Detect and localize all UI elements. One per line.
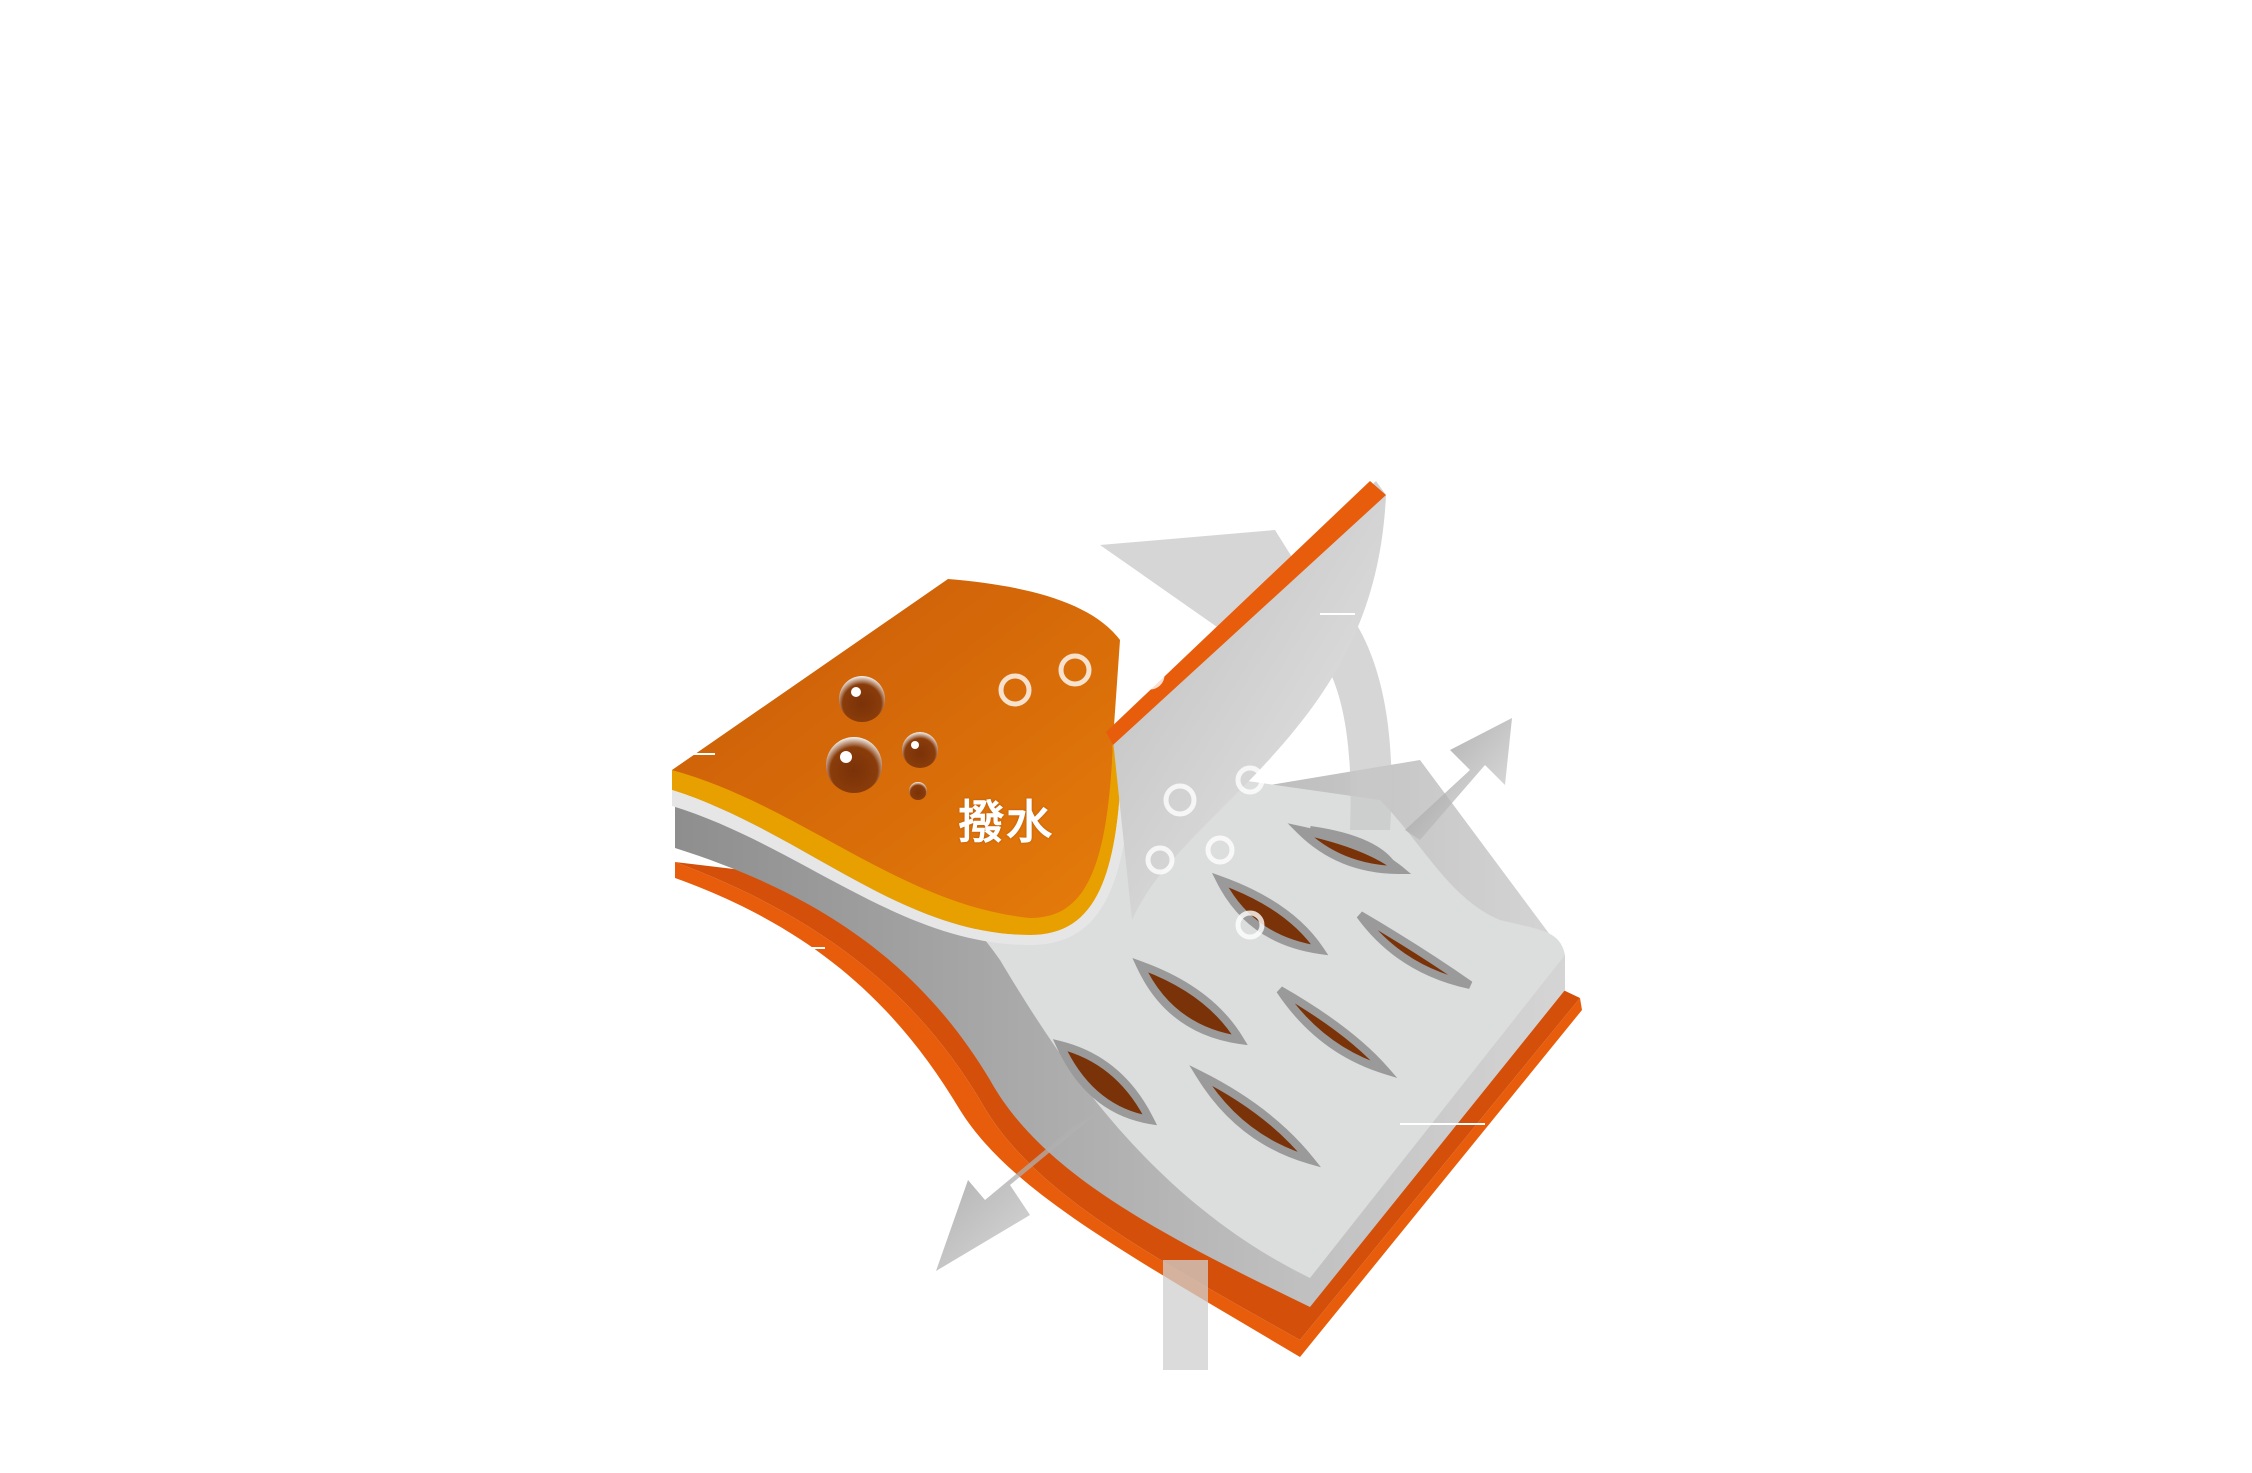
bottom-orange-layer	[675, 862, 1582, 1357]
peeled-flap	[1113, 481, 1386, 920]
arrow-vertical-stem	[1163, 1260, 1208, 1370]
top-orange-layer	[672, 579, 1120, 925]
water-droplets	[826, 676, 938, 800]
arrow-down-left-icon	[936, 1115, 1095, 1271]
leader-lines	[690, 613, 1485, 1125]
droplet-icon	[902, 732, 938, 768]
droplet-icon	[826, 737, 882, 793]
water-repellent-label: 撥水	[958, 795, 1054, 849]
arrow-up-right-icon	[1405, 718, 1512, 840]
vapor-bubbles	[998, 653, 1265, 940]
droplet-icon	[839, 676, 885, 722]
droplet-icon	[909, 782, 927, 800]
breathable-holes	[1052, 823, 1473, 1168]
